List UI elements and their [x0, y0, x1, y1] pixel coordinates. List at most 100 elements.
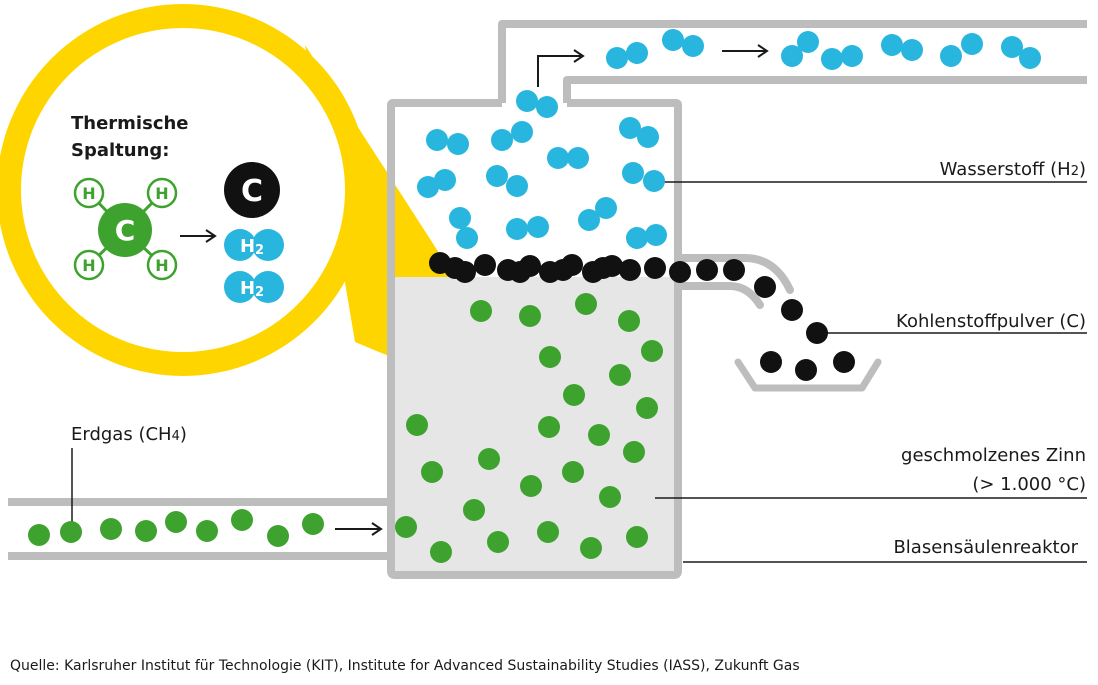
hydrogen-atom [940, 45, 962, 67]
hydrogen-atom [578, 209, 600, 231]
hydrogen-label: Wasserstoff (H2) [940, 159, 1086, 180]
methane-bubble [421, 461, 443, 483]
hydrogen-atom [626, 227, 648, 249]
hydrogen-atom-icon: H [146, 249, 178, 281]
hydrogen-atom [447, 133, 469, 155]
tin-label-line1: geschmolzenes Zinn [901, 445, 1086, 466]
product-carbon-icon: C [224, 162, 280, 218]
methane-bubble [563, 384, 585, 406]
hydrogen-atom [434, 169, 456, 191]
methane-bubble [463, 499, 485, 521]
hydrogen-atom [417, 176, 439, 198]
carbon-particle [644, 257, 666, 279]
methane-bubble [588, 424, 610, 446]
methane-bubble [470, 300, 492, 322]
hydrogen-atom [961, 33, 983, 55]
hydrogen-atom [881, 34, 903, 56]
hydrogen-atom [516, 90, 538, 112]
hydrogen-molecules [417, 29, 1041, 249]
source-note: Quelle: Karlsruher Institut für Technolo… [10, 658, 800, 674]
inset-title-line2: Spaltung: [71, 140, 169, 161]
carbon-particle [592, 257, 614, 279]
hydrogen-atom-icon: H [73, 177, 105, 209]
methane-bubble [636, 397, 658, 419]
carbon-particle [723, 259, 745, 281]
hydrogen-atom [456, 227, 478, 249]
hydrogen-atom [1019, 47, 1041, 69]
hydrogen-atom [547, 147, 569, 169]
hydrogen-atom [622, 162, 644, 184]
carbon-chute-inner [674, 282, 764, 309]
svg-text:C: C [241, 174, 263, 209]
hydrogen-atom [506, 175, 528, 197]
svg-text:H: H [82, 256, 95, 275]
methane-bubble [406, 414, 428, 436]
carbon-particle [833, 351, 855, 373]
methane-bubble [100, 518, 122, 540]
methane-molecule: H H H H C [73, 177, 178, 281]
outlet-arrow-up [537, 49, 585, 87]
methane-label: Erdgas (CH4) [71, 424, 187, 445]
outlet-pipe-wall-inner [563, 76, 1087, 103]
svg-text:H: H [155, 184, 168, 203]
inset-title-line1: Thermische [71, 113, 189, 134]
product-hydrogen-icon: H2 [224, 229, 284, 261]
hydrogen-atom-icon: H [73, 249, 105, 281]
hydrogen-atom [595, 197, 617, 219]
carbon-particle [754, 276, 776, 298]
methane-bubble [135, 520, 157, 542]
hydrogen-atom [491, 129, 513, 151]
product-hydrogen-icon: H2 [224, 271, 284, 303]
hydrogen-atom [626, 42, 648, 64]
hydrogen-atom [536, 96, 558, 118]
methane-bubble [395, 516, 417, 538]
methane-bubble [487, 531, 509, 553]
hydrogen-atom [449, 207, 471, 229]
methane-bubble [520, 475, 542, 497]
methane-bubble [430, 541, 452, 563]
methane-bubble [302, 513, 324, 535]
methane-bubble [609, 364, 631, 386]
inlet-arrow [335, 522, 383, 536]
carbon-chute-outer [674, 254, 794, 294]
methane-bubble [618, 310, 640, 332]
methane-bubble [539, 346, 561, 368]
svg-text:H2: H2 [240, 278, 264, 300]
methane-bubble [28, 524, 50, 546]
hydrogen-atom [797, 31, 819, 53]
methane-bubble [599, 486, 621, 508]
methane-bubble [231, 509, 253, 531]
carbon-particles [429, 252, 855, 381]
methane-bubble [538, 416, 560, 438]
methane-bubble [60, 521, 82, 543]
hydrogen-atom [619, 117, 641, 139]
carbon-particle [619, 259, 641, 281]
hydrogen-atom [821, 48, 843, 70]
methane-bubble [165, 511, 187, 533]
hydrogen-atom [1001, 36, 1023, 58]
svg-text:H: H [82, 184, 95, 203]
carbon-particle [444, 257, 466, 279]
hydrogen-atom [682, 35, 704, 57]
svg-text:H2: H2 [240, 236, 264, 258]
magnifier-inset [21, 28, 345, 352]
carbon-particle [806, 322, 828, 344]
hydrogen-atom-icon: H [146, 177, 178, 209]
reactor-wall [387, 99, 682, 579]
hydrogen-atom [486, 165, 508, 187]
carbon-collection-tray [734, 358, 882, 392]
hydrogen-atom [643, 170, 665, 192]
methane-bubble [641, 340, 663, 362]
outlet-arrow-right [722, 44, 769, 58]
carbon-atom-icon: C [98, 203, 152, 257]
hydrogen-atom [527, 216, 549, 238]
hydrogen-atom [506, 218, 528, 240]
methane-bubble [580, 537, 602, 559]
methane-bubble [562, 461, 584, 483]
hydrogen-atom [781, 45, 803, 67]
hydrogen-atom [637, 126, 659, 148]
reaction-arrow [180, 229, 217, 243]
carbon-particle [669, 261, 691, 283]
tin-label-line2: (> 1.000 °C) [972, 474, 1086, 495]
